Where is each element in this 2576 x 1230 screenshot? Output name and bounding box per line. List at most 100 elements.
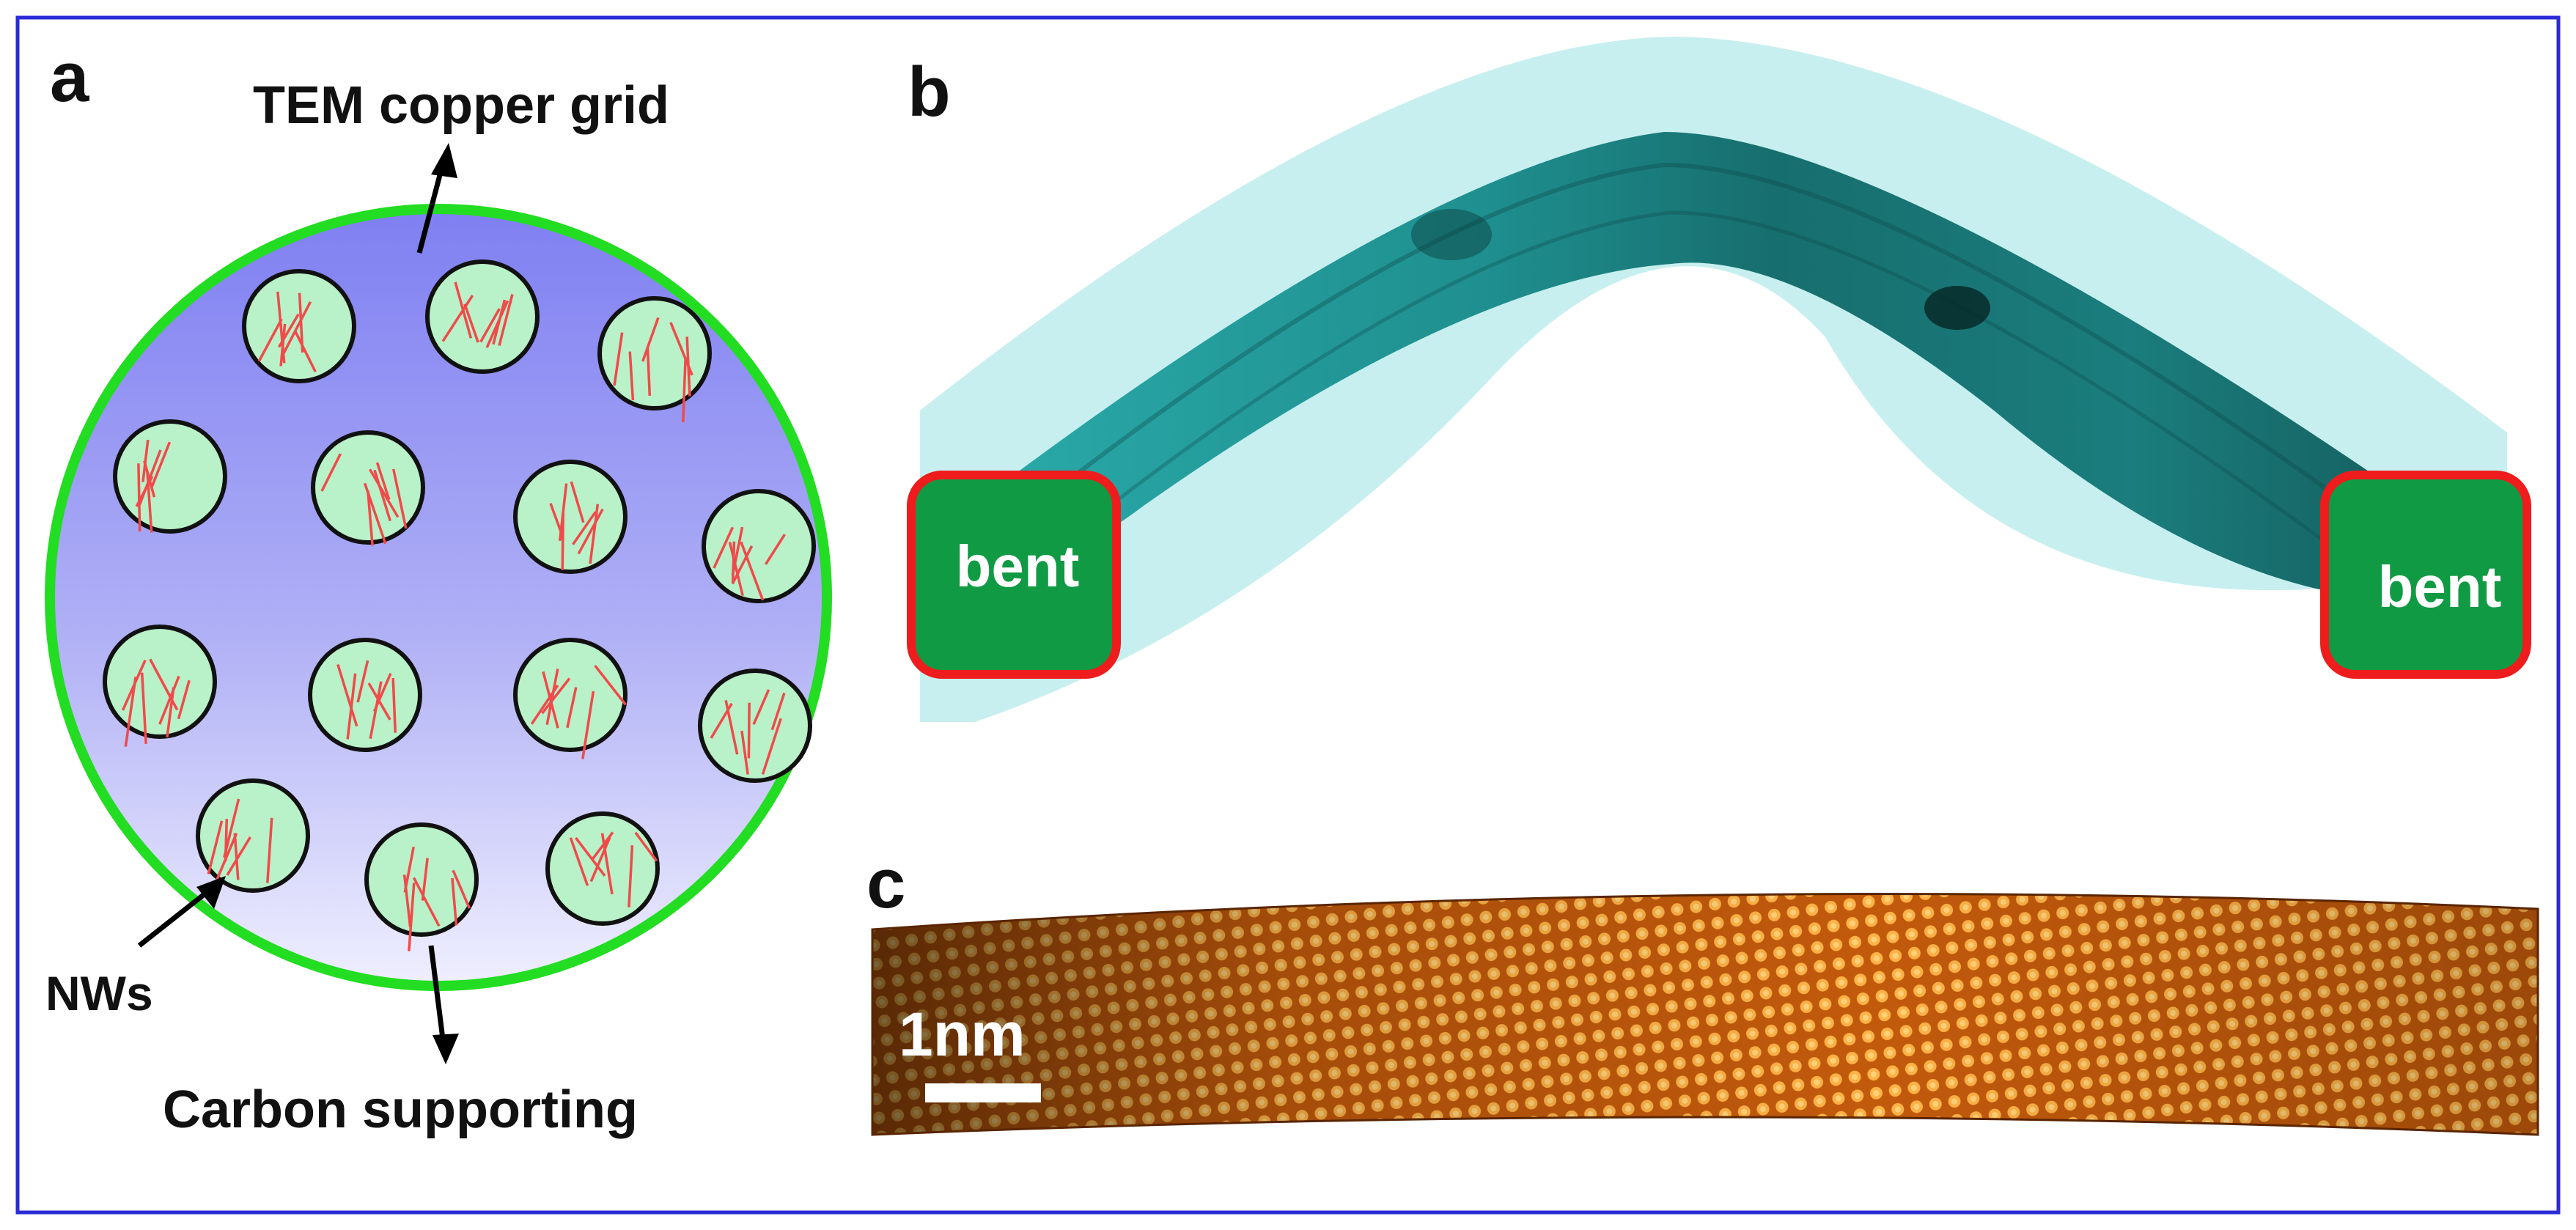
nanowire-stroke xyxy=(402,874,412,927)
nanowire-stroke xyxy=(600,833,614,895)
nanowire-stroke xyxy=(581,691,595,759)
nanowire-stroke xyxy=(641,317,660,362)
nanowire-stroke xyxy=(479,308,501,343)
grid-arrow-head xyxy=(431,143,457,178)
panel-b-letter: b xyxy=(908,53,951,131)
nanowire-stroke xyxy=(276,291,286,364)
nanowire-stroke xyxy=(731,545,754,585)
nanowire-stroke xyxy=(492,299,507,345)
nanowire-stroke xyxy=(356,660,369,703)
carbon-arrow-head xyxy=(433,1034,459,1064)
nanowire-core-texture-2 xyxy=(1061,210,2333,548)
mesh-hole xyxy=(364,822,479,937)
nanowire-stroke xyxy=(545,669,559,726)
nanowire-stroke xyxy=(572,511,597,545)
nanowire-stroke xyxy=(634,831,658,862)
nanowire-stroke xyxy=(747,702,751,759)
nanowire-stroke xyxy=(441,295,474,342)
nanowire-stroke xyxy=(412,877,441,927)
nanowire-stroke xyxy=(561,513,564,570)
carbon-label: Carbon supporting xyxy=(163,1080,638,1139)
panel-a-letter: a xyxy=(50,38,89,117)
nanowire-stroke xyxy=(542,671,559,729)
nanowire-stroke xyxy=(530,684,559,725)
mesh-hole xyxy=(308,638,422,752)
scale-bar xyxy=(925,1083,1041,1102)
nanowire-stroke xyxy=(372,672,392,712)
mesh-hole xyxy=(702,489,816,603)
nanowire-stroke xyxy=(392,468,408,529)
nanowire-stroke xyxy=(685,336,691,397)
nanowire-stroke xyxy=(391,677,397,733)
panel-a: a TEM copper grid NWs Carbon supporting xyxy=(45,38,832,1139)
nanowire-stroke xyxy=(549,503,564,538)
nanowire-stroke xyxy=(761,718,782,775)
bent-badge-left: bent xyxy=(907,471,1121,679)
nanowire-stroke xyxy=(166,687,175,738)
nanowire-stroke xyxy=(628,845,634,907)
nanowire-stroke xyxy=(207,820,224,874)
nanowire-stroke xyxy=(589,836,611,883)
nanowire-shell xyxy=(920,37,2507,722)
nanowire-stroke xyxy=(158,675,180,725)
nanowire-stroke xyxy=(498,294,514,346)
nanowire-stroke xyxy=(710,702,733,739)
nanowire-stroke xyxy=(740,730,749,775)
nanowire-stroke xyxy=(765,534,786,565)
nanowire-stroke xyxy=(752,689,770,725)
nanowire-stroke xyxy=(451,877,458,926)
nanowire-stroke xyxy=(628,351,635,401)
nanowire-stroke xyxy=(223,798,240,858)
nanowire-stroke xyxy=(336,663,358,727)
bent-badge-right: bent xyxy=(2320,471,2531,679)
nanowire-stroke xyxy=(463,303,479,343)
panel-b: b bent bent xyxy=(907,37,2531,722)
grid-arrow xyxy=(416,161,446,254)
nanowire-stroke xyxy=(589,504,600,564)
nanowire-stroke xyxy=(137,463,141,532)
mesh-hole xyxy=(698,669,812,783)
nanowire-stroke xyxy=(367,490,374,546)
mesh-hole xyxy=(103,625,217,739)
grid-label: TEM copper grid xyxy=(253,76,669,135)
figure-frame xyxy=(15,15,2561,1215)
nanowire-stroke xyxy=(569,837,589,886)
mesh-hole xyxy=(545,811,660,926)
nws-arrow xyxy=(137,888,211,948)
nanowire-stroke xyxy=(294,331,317,372)
nanowire-stroke xyxy=(575,836,606,877)
nanowire-dark-spot xyxy=(1924,286,1990,330)
nanowire-core xyxy=(982,132,2419,601)
nanowire-stroke xyxy=(320,453,342,492)
nanowire-stroke xyxy=(226,836,251,876)
carbon-arrow xyxy=(428,945,446,1045)
bent-badge-right-text: bent xyxy=(2378,554,2502,619)
nanowire-stroke xyxy=(613,332,624,386)
lattice-outline xyxy=(871,893,2539,1136)
nanowire-stroke xyxy=(452,869,471,909)
panel-c-letter: c xyxy=(866,844,905,923)
mesh-hole xyxy=(196,778,310,893)
nanowire-stroke xyxy=(681,357,687,423)
nanowire-stroke xyxy=(233,833,240,880)
lattice-shading xyxy=(872,894,2538,1135)
nanowire-stroke xyxy=(150,441,172,489)
nanowire-stroke xyxy=(454,281,473,339)
mesh-hole xyxy=(513,460,628,574)
nanowire-stroke xyxy=(375,462,391,501)
nanowire-stroke xyxy=(740,541,765,601)
nanowire-stroke xyxy=(346,673,357,740)
nanowire-stroke xyxy=(143,460,156,498)
nanowire-stroke xyxy=(373,469,391,522)
nanowire-stroke xyxy=(713,526,735,569)
nanowire-stroke xyxy=(124,677,137,747)
nanowire-stroke xyxy=(594,664,627,706)
bent-badge-left-text: bent xyxy=(956,534,1080,599)
panel-c: c 1nm xyxy=(866,844,2539,1136)
nanowire-stroke xyxy=(266,817,273,883)
nanowire-stroke xyxy=(577,508,604,555)
nanowire-stroke xyxy=(281,301,312,356)
mesh-hole xyxy=(425,259,540,374)
nanowire-stroke xyxy=(177,680,191,720)
